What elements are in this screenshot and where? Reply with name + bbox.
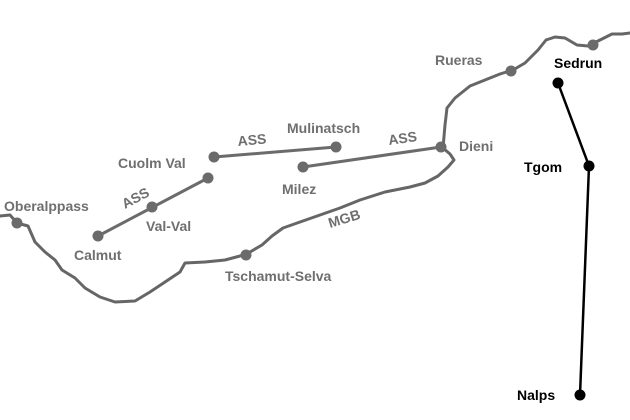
tunnel-dot-sedrun bbox=[552, 77, 564, 89]
label-mulinatsch: Mulinatsch bbox=[287, 120, 360, 136]
station-dot-tschamut-selva bbox=[240, 249, 252, 261]
station-dot-val-val bbox=[146, 201, 158, 213]
label-ass-upper: ASS bbox=[237, 131, 267, 149]
tunnel-dot-nalps bbox=[574, 389, 586, 401]
mgb-railway-line bbox=[0, 31, 630, 304]
label-cuolm-val: Cuolm Val bbox=[118, 155, 186, 171]
station-dot-sedrun-rail bbox=[587, 39, 599, 51]
label-calmut: Calmut bbox=[74, 247, 122, 263]
lift-cuolm-mulinatsch bbox=[212, 145, 338, 159]
label-oberalppass: Oberalppass bbox=[4, 198, 89, 214]
label-tschamut-selva: Tschamut-Selva bbox=[225, 268, 332, 284]
tunnel-dot-tgom bbox=[583, 160, 595, 172]
station-dot-mulinatsch bbox=[330, 141, 342, 153]
station-dot-calmut bbox=[92, 230, 104, 242]
station-dot-lift-top bbox=[202, 172, 214, 184]
label-nalps: Nalps bbox=[517, 387, 555, 403]
label-dieni: Dieni bbox=[459, 138, 493, 154]
label-rueras: Rueras bbox=[435, 52, 483, 68]
station-dot-cuolm-val bbox=[208, 151, 220, 163]
station-dot-milez bbox=[297, 161, 309, 173]
station-dot-dieni bbox=[435, 141, 447, 153]
label-milez: Milez bbox=[282, 181, 316, 197]
label-sedrun: Sedrun bbox=[554, 55, 602, 71]
label-tgom: Tgom bbox=[524, 159, 562, 175]
tunnel-line bbox=[556, 81, 591, 397]
lift-milez-dieni bbox=[301, 145, 443, 169]
label-val-val: Val-Val bbox=[146, 218, 191, 234]
label-ass-right: ASS bbox=[387, 128, 418, 148]
station-dot-oberalppass bbox=[11, 217, 23, 229]
station-dot-rueras bbox=[505, 65, 517, 77]
